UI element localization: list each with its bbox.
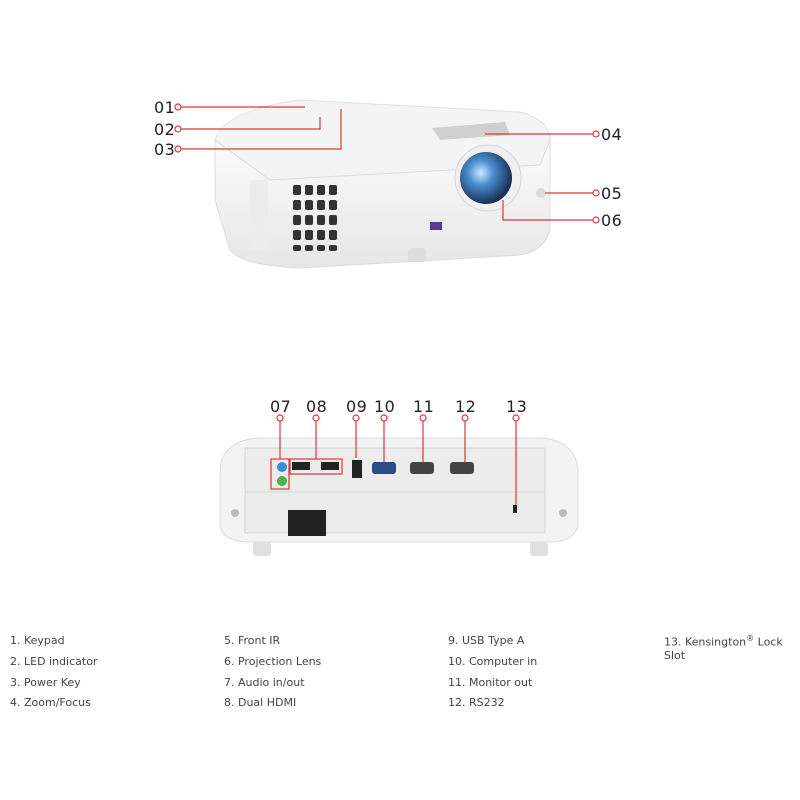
callout-05: 05 [601,184,623,203]
callout-08: 08 [306,397,328,416]
legend-item: 8. Dual HDMI [224,696,297,709]
callout-09: 09 [346,397,368,416]
callout-06: 06 [601,211,623,230]
legend-item: 10. Computer in [448,655,538,668]
callout-03: 03 [154,140,176,159]
callout-13: 13 [506,397,528,416]
legend-item: 7. Audio in/out [224,676,305,689]
legend-item-kensington: 13. Kensington® Lock Slot [664,634,800,662]
registered-mark: ® [746,634,755,643]
callout-01: 01 [154,98,176,117]
callout-02: 02 [154,120,176,139]
callout-11: 11 [413,397,435,416]
legend-text: 13. Kensington [664,635,747,649]
legend-item: 5. Front IR [224,634,281,647]
legend-text: Lock Slot [664,635,783,662]
callout-07: 07 [270,397,292,416]
legend-item: 2. LED indicator [10,655,98,668]
legend-item: 3. Power Key [10,676,81,689]
callout-12: 12 [455,397,477,416]
callout-04: 04 [601,125,623,144]
callout-10: 10 [374,397,396,416]
legend-item: 4. Zoom/Focus [10,696,91,709]
legend-item: 11. Monitor out [448,676,533,689]
legend-item: 12. RS232 [448,696,505,709]
legend-item: 9. USB Type A [448,634,525,647]
legend-item: 6. Projection Lens [224,655,322,668]
legend-item: 1. Keypad [10,634,65,647]
